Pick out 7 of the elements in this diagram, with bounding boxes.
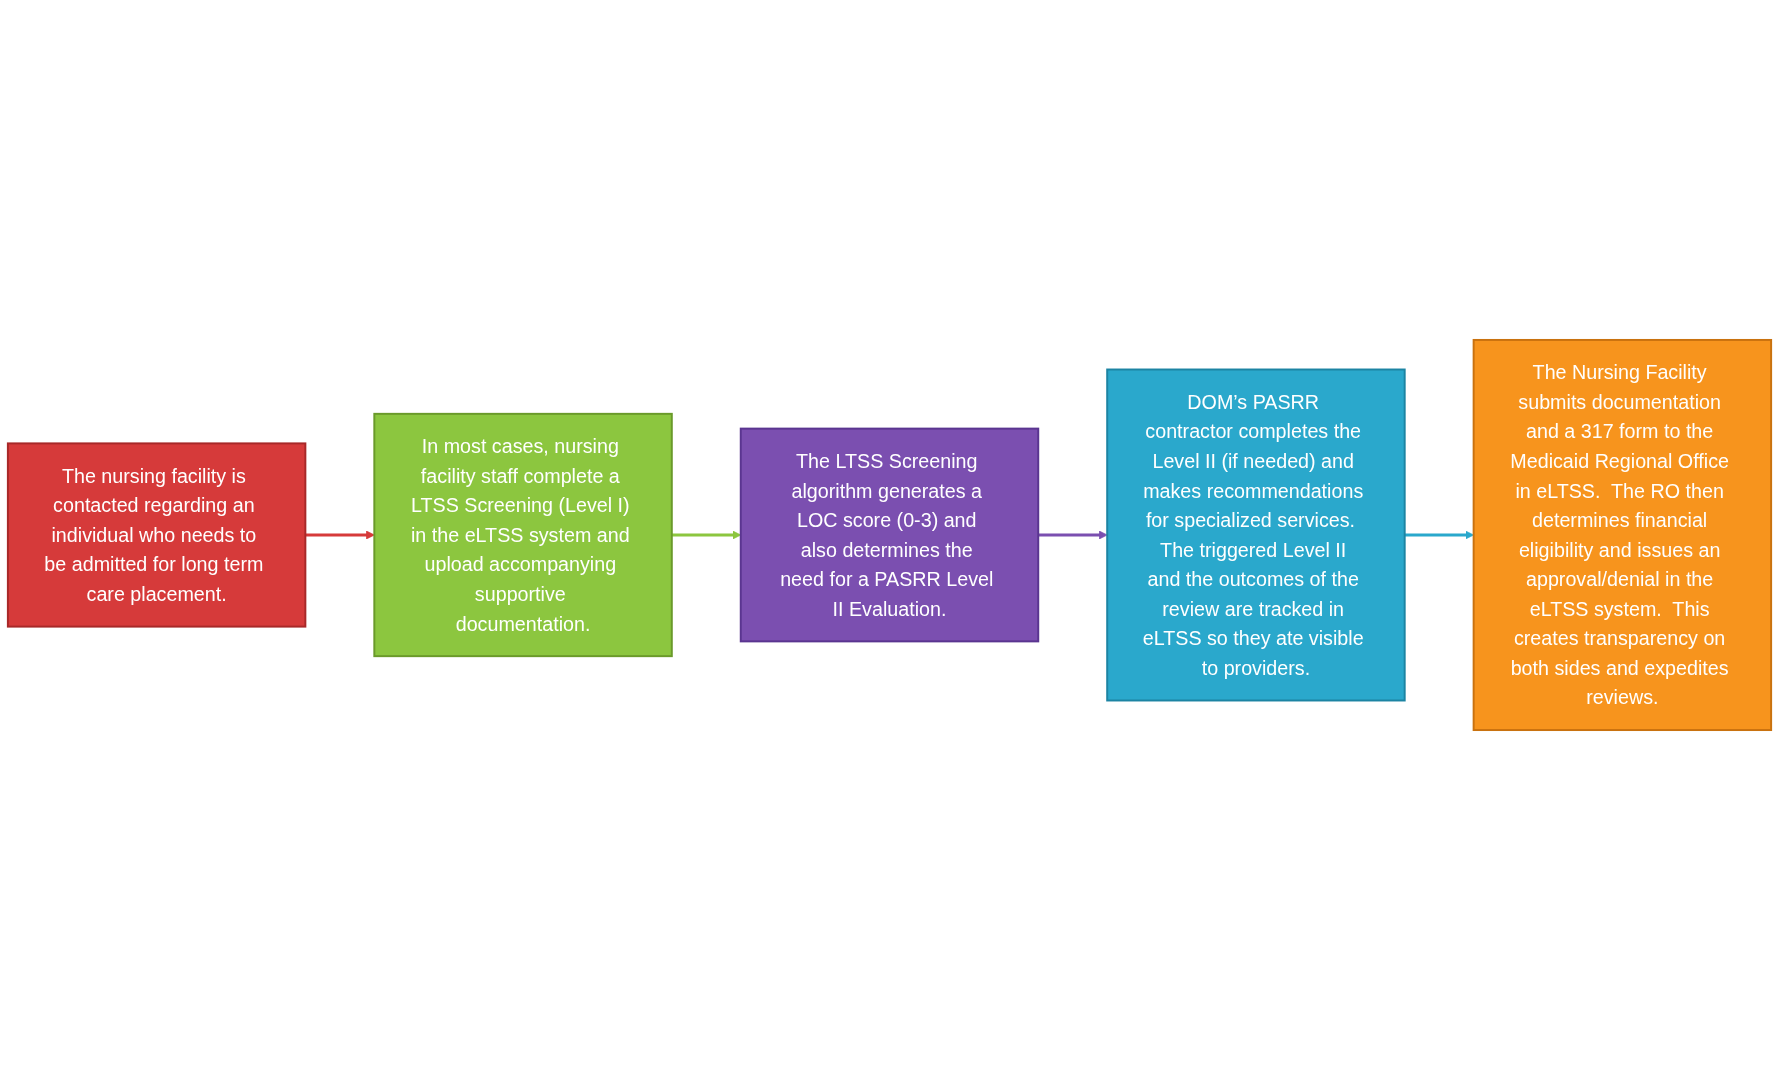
node-box: DOM’s PASRR contractor completes the Level II (if needed) and makes recommendations for specialized services. The triggered Level II and the outcomes of the review are tracked in eLTSS so they ate visible to providers. (1106, 368, 1406, 702)
arrow (1038, 530, 1108, 540)
node-box: The LTSS Screening algorithm generates a LOC score (0-3) and also determines the need for a PASRR Level II Evaluation. (739, 427, 1040, 643)
node-box: The nursing facility is contacted regarding an individual who needs to be admitted for long term care placement. (6, 442, 307, 628)
node-box: The Nursing Facility submits documentation and a 317 form to the Medicaid Regional Office in eLTSS. The RO then determines financial eligibility and issues an approval/denial in the eLTSS system. This creates transparency on both sides and expedites reviews. (1472, 338, 1773, 732)
arrow (305, 530, 375, 540)
node-box: In most cases, nursing facility staff complete a LTSS Screening (Level I) in the eLTSS system and upload accompanying supportive documentation. (373, 412, 673, 658)
